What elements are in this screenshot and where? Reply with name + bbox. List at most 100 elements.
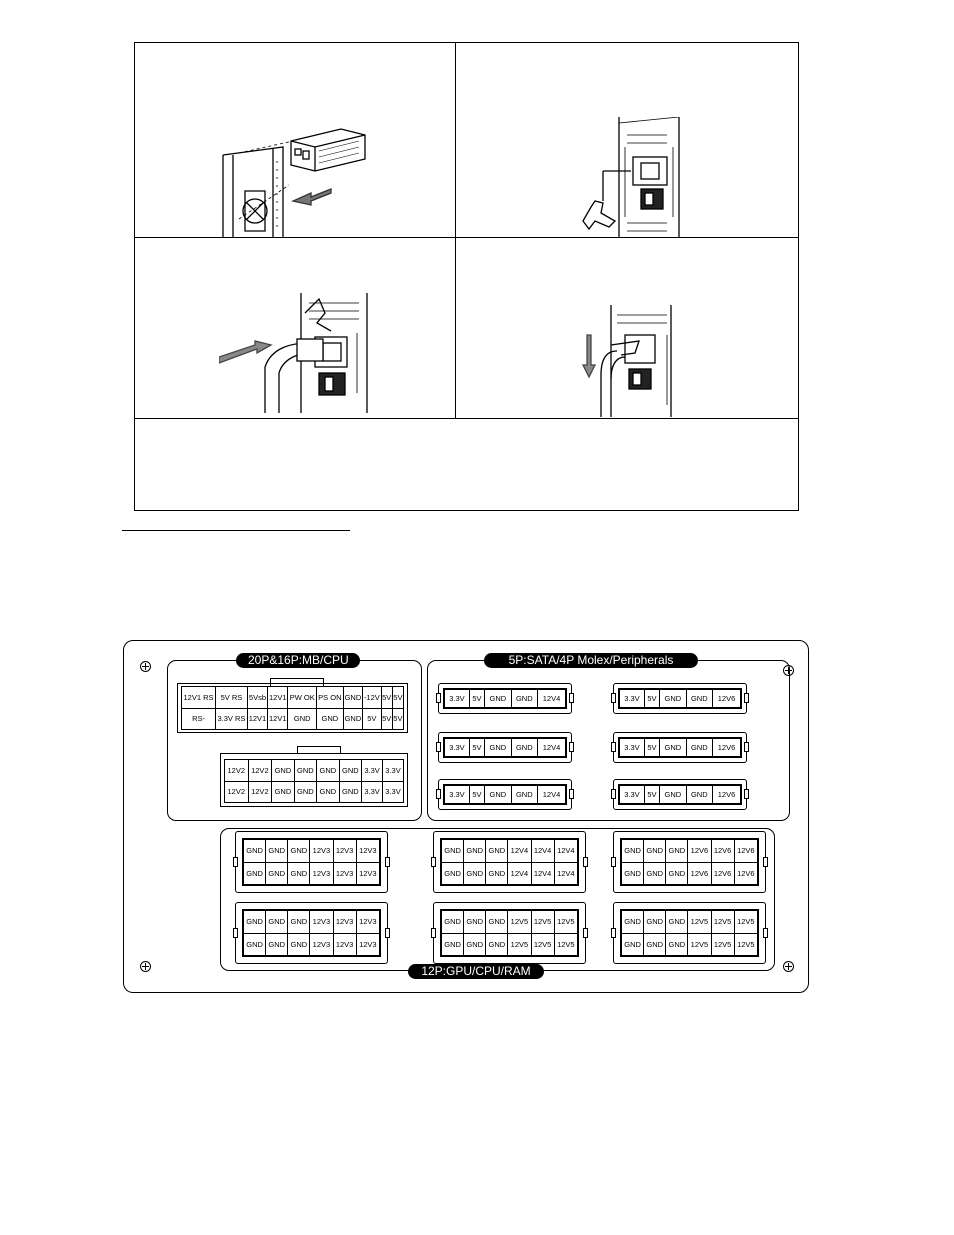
pin-label: 12V3 <box>309 932 334 957</box>
pin-label: GND <box>440 838 465 863</box>
pin-label: GND <box>440 909 465 934</box>
connector-ear <box>233 928 238 938</box>
power-cord-insert-illustration <box>219 293 368 413</box>
pin-label: 12V5 <box>687 909 712 934</box>
pin-label: GND <box>665 861 689 886</box>
pin-label: 3.3V <box>443 688 470 709</box>
pin-label: 12V4 <box>507 838 532 863</box>
pin-label: 12V6 <box>687 861 712 886</box>
pin-label: 12V3 <box>355 861 381 886</box>
pin-label: GND <box>242 838 267 863</box>
pin-label: GND <box>485 932 509 957</box>
connector-ear <box>583 857 588 867</box>
pin-label: 12V1 RS <box>180 686 217 709</box>
connector-ear <box>436 693 441 703</box>
table-divider <box>455 43 456 418</box>
pin-label: 12V4 <box>530 861 555 886</box>
pin-label: 12V2 <box>224 780 249 803</box>
pin-label: GND <box>620 909 645 934</box>
pin-label: GND <box>463 932 487 957</box>
clip-lock-illustration <box>581 305 672 417</box>
pin-label: GND <box>643 861 667 886</box>
pin-label: 12V5 <box>553 909 579 934</box>
cable-clip-illustration <box>582 117 680 237</box>
pin-label: 12V1 <box>267 707 289 730</box>
pin-label: 5V <box>380 686 393 709</box>
pin-label: GND <box>665 838 689 863</box>
connector-latch <box>297 746 341 754</box>
pin-label: GND <box>342 686 364 709</box>
connector-ear <box>385 857 390 867</box>
pin-label: 12V5 <box>530 909 555 934</box>
pin-label: GND <box>271 759 295 782</box>
connector-ear <box>431 857 436 867</box>
pin-label: 5V <box>643 737 661 758</box>
pin-label: GND <box>643 838 667 863</box>
pin-label: 5Vsb <box>246 686 269 709</box>
pin-label: GND <box>643 932 667 957</box>
pin-label: RS- <box>180 707 217 730</box>
pin-label: GND <box>463 838 487 863</box>
pin-label: 3.3V <box>443 737 470 758</box>
pin-label: GND <box>271 780 295 803</box>
pin-label: 12V3 <box>309 909 334 934</box>
table-divider <box>135 418 798 419</box>
pin-label: 12V5 <box>507 909 532 934</box>
connector-ear <box>569 742 574 752</box>
pin-label: 12V5 <box>553 932 579 957</box>
pin-label: GND <box>659 688 687 709</box>
pin-label: GND <box>338 780 363 803</box>
pin-label: GND <box>265 838 289 863</box>
pin-label: 12V3 <box>355 838 381 863</box>
connector-ear <box>611 857 616 867</box>
pin-label: 3.3V <box>361 780 384 803</box>
pin-label: GND <box>620 932 645 957</box>
pin-label: 3.3V <box>382 759 404 782</box>
pin-label: 3.3V <box>618 688 645 709</box>
pin-label: GND <box>510 784 539 805</box>
connector-ear <box>569 789 574 799</box>
pin-label: 12V4 <box>530 838 555 863</box>
pin-label: GND <box>293 759 318 782</box>
pin-label: 5V <box>380 707 393 730</box>
pin-label: 5V <box>643 688 661 709</box>
pin-label: GND <box>665 909 689 934</box>
pin-label: 12V5 <box>710 932 735 957</box>
connector-ear <box>233 857 238 867</box>
table-divider <box>135 237 798 238</box>
connector-ear <box>583 928 588 938</box>
pin-label: 5V <box>391 707 405 730</box>
pin-label: 12V5 <box>733 909 759 934</box>
pin-label: GND <box>316 707 344 730</box>
pin-label: GND <box>685 737 714 758</box>
pin-label: GND <box>242 861 267 886</box>
pin-label: PW OK <box>287 686 317 709</box>
connector-20pin-housing <box>177 683 408 733</box>
pin-label: 12V2 <box>247 759 273 782</box>
connector-ear <box>611 742 616 752</box>
connector-ear <box>431 928 436 938</box>
pin-label: 12V5 <box>733 932 759 957</box>
connector-ear <box>763 857 768 867</box>
pin-label: GND <box>287 932 311 957</box>
pin-label: 12V3 <box>355 909 381 934</box>
pin-label: 5V <box>643 784 661 805</box>
pin-label: PS ON <box>316 686 344 709</box>
pin-label: 12V2 <box>224 759 249 782</box>
pin-label: GND <box>484 784 512 805</box>
pin-label: GND <box>242 909 267 934</box>
mb-cpu-label: 20P&16P:MB/CPU <box>236 653 360 668</box>
pin-label: GND <box>510 737 539 758</box>
connector-ear <box>569 693 574 703</box>
pin-label: GND <box>685 784 714 805</box>
pin-label: 3.3V <box>443 784 470 805</box>
